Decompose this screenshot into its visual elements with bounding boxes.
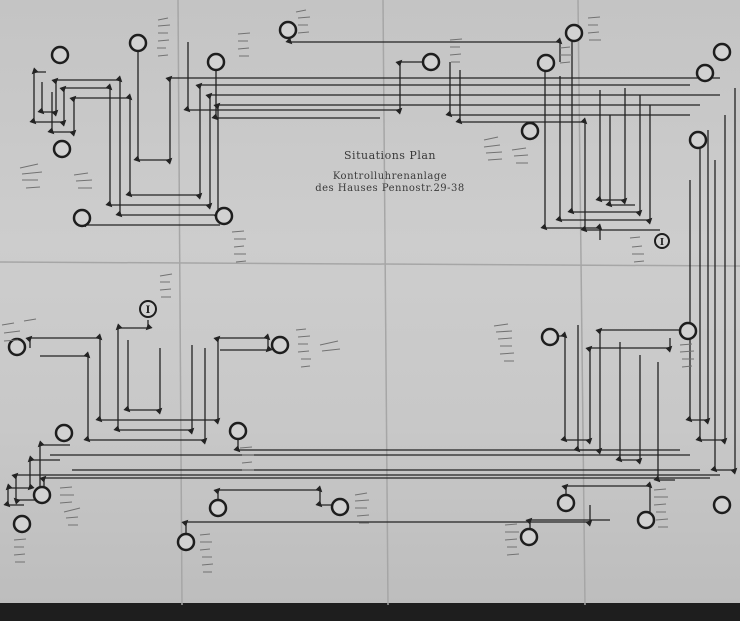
- pencil-note: [295, 9, 311, 34]
- pencil-note: [1, 318, 37, 342]
- pencil-notes: [1, 9, 695, 573]
- station-circle: [695, 63, 715, 83]
- station-circle: [678, 321, 698, 341]
- pencil-note: [295, 328, 311, 368]
- pencil-note: [19, 163, 43, 189]
- wire-run: [555, 76, 653, 225]
- station-circle: [52, 139, 72, 159]
- marked-station-label: I: [660, 238, 664, 248]
- station-circle: [278, 20, 298, 40]
- wire-run: [39, 475, 710, 490]
- stations: [7, 20, 732, 552]
- fold-lines: [0, 0, 740, 605]
- station-circle: [214, 206, 234, 226]
- plan-subtitle: Kontrolluhrenanlage: [332, 171, 448, 182]
- station-circle: [536, 53, 556, 73]
- wire-run: [40, 348, 208, 445]
- wire-run: [695, 115, 728, 445]
- station-circle: [32, 485, 52, 505]
- pencil-note: [679, 343, 695, 368]
- wire-run: [605, 115, 635, 208]
- station-circle: [270, 335, 290, 355]
- wire-run: [710, 88, 738, 475]
- station-circle: [206, 52, 226, 72]
- marked-station: I: [654, 233, 670, 249]
- pencil-note: [354, 492, 370, 524]
- wire-run: [685, 130, 711, 425]
- wire-run: [525, 517, 610, 540]
- pencil-note: [483, 136, 503, 161]
- station-circle: [72, 208, 92, 228]
- pencil-note: [239, 446, 254, 471]
- wire-run: [213, 485, 340, 508]
- wire-run: [455, 70, 660, 233]
- wire-run: [79, 218, 220, 228]
- pencil-note: [199, 533, 214, 573]
- station-circle: [7, 337, 27, 357]
- station-circle: [564, 23, 584, 43]
- station-circle: [688, 130, 708, 150]
- station-circle: [520, 121, 540, 141]
- wire-run: [11, 440, 720, 505]
- station-circle: [712, 495, 732, 515]
- wiring-diagram: I I: [0, 0, 740, 605]
- pencil-note: [157, 17, 171, 57]
- pencil-note: [493, 323, 515, 362]
- pencil-note: [511, 147, 529, 164]
- wire-run: [573, 325, 680, 455]
- station-circle: [12, 514, 32, 534]
- station-circle: [228, 421, 248, 441]
- pencil-note: [587, 16, 601, 41]
- wire-run: [47, 82, 690, 200]
- pencil-note: [73, 172, 93, 189]
- pencil-note: [59, 486, 81, 526]
- plan-title: Situations Plan: [344, 149, 436, 162]
- station-circle: [50, 45, 70, 65]
- pencil-note: [653, 488, 669, 528]
- station-circle: [712, 42, 732, 62]
- wire-run: [3, 455, 60, 508]
- pencil-note: [504, 523, 520, 556]
- wire-run: [211, 64, 380, 121]
- wire-run: [550, 331, 673, 445]
- marked-station: I: [139, 300, 157, 318]
- wire-runs: [3, 36, 738, 540]
- wire-run: [653, 362, 675, 483]
- wire-run: [445, 62, 690, 118]
- station-circle: [636, 510, 656, 530]
- wire-run: [181, 505, 593, 540]
- station-circle: [330, 497, 350, 517]
- station-circle: [556, 493, 576, 513]
- marked-station-label: I: [146, 305, 151, 316]
- pencil-note: [559, 46, 572, 64]
- table-surface: [0, 603, 740, 621]
- pencil-note: [231, 230, 247, 263]
- station-circle: [519, 527, 539, 547]
- station-circle: [128, 33, 148, 53]
- wire-run: [615, 342, 643, 465]
- wire-run: [37, 75, 700, 220]
- wire-run: [183, 42, 430, 115]
- pencil-note: [237, 32, 251, 57]
- pencil-note: [319, 340, 341, 352]
- pencil-note: [629, 236, 645, 263]
- wire-run: [567, 40, 643, 217]
- station-circle: [421, 52, 441, 72]
- pencil-note: [13, 538, 27, 563]
- plan-subtitle-address: des Hauses Pennostr.29-38: [315, 183, 465, 194]
- wire-run: [595, 88, 628, 205]
- station-circle: [540, 327, 560, 347]
- wire-run: [25, 333, 273, 425]
- station-circle: [208, 498, 228, 518]
- wire-run: [540, 68, 603, 240]
- wire-run: [233, 436, 680, 453]
- station-circle: [176, 532, 196, 552]
- wire-run: [113, 320, 195, 435]
- station-circle: [54, 423, 74, 443]
- pencil-note: [159, 273, 173, 298]
- pencil-note: [449, 38, 463, 63]
- wire-run: [123, 340, 163, 415]
- wire-run: [561, 481, 653, 518]
